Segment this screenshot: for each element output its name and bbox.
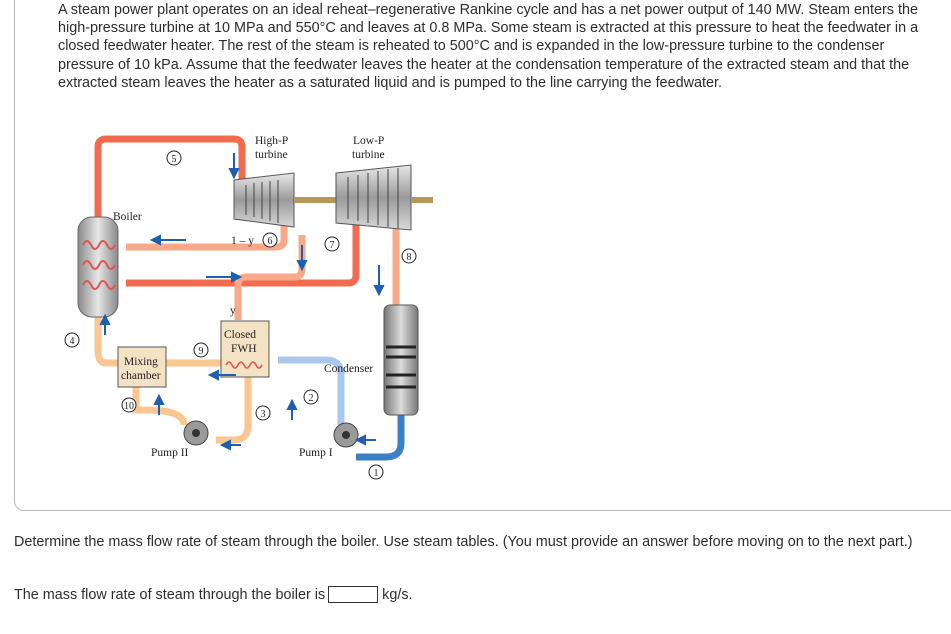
problem-statement: A steam power plant operates on an ideal… — [58, 2, 919, 91]
state-7-circle — [324, 236, 340, 252]
label-pump-ii: Pump II — [151, 447, 189, 459]
flow-arrows — [99, 153, 385, 451]
label-fwh: FWH — [231, 343, 257, 355]
rankine-cycle-diagram: High-P turbine Low-P turbine Boiler 1 – … — [64, 135, 433, 480]
question-text: Determine the mass flow rate of steam th… — [14, 534, 913, 550]
pump-i — [333, 422, 359, 448]
state-markers: 1 2 3 4 5 6 7 8 9 10 — [64, 150, 417, 480]
answer-label: The mass flow rate of steam through the … — [14, 586, 326, 603]
condenser — [383, 304, 419, 416]
state-7-label: 7 — [330, 240, 335, 251]
state-2-label: 2 — [309, 393, 314, 404]
state-10-circle — [121, 397, 137, 413]
problem-card — [14, 0, 951, 511]
high-p-turbine — [233, 172, 295, 228]
pipe-state-2 — [278, 356, 345, 425]
label-one-minus-y: 1 – y — [231, 235, 254, 247]
state-8-label: 8 — [407, 252, 412, 263]
state-5-circle — [166, 150, 182, 166]
state-9-label: 9 — [199, 346, 204, 357]
state-5-label: 5 — [172, 154, 177, 165]
answer-row: The mass flow rate of steam through the … — [14, 586, 413, 603]
pipe-state-5 — [94, 135, 246, 225]
pipe-extraction-y — [234, 235, 306, 320]
mixing-chamber — [117, 346, 167, 388]
closed-fwh — [220, 320, 270, 378]
state-10-label: 10 — [124, 401, 134, 412]
turbine-shaft — [294, 197, 336, 203]
label-mixing: Mixing — [124, 356, 158, 368]
boiler — [77, 216, 119, 318]
label-condenser: Condenser — [324, 363, 373, 375]
label-closed: Closed — [224, 329, 256, 341]
label-pump-i: Pump I — [299, 447, 333, 459]
state-4-label: 4 — [70, 336, 75, 347]
label-high-p-turbine: turbine — [255, 149, 288, 161]
state-2-circle — [303, 389, 319, 405]
mass-flow-answer-input[interactable] — [328, 586, 379, 603]
label-y: y — [230, 305, 236, 317]
state-8-circle — [401, 248, 417, 264]
state-6-circle — [262, 232, 278, 248]
state-1-circle — [368, 464, 384, 480]
pipe-state-6 — [126, 203, 288, 251]
low-p-turbine — [335, 164, 433, 231]
pipe-state-3 — [216, 377, 252, 444]
state-1-label: 1 — [374, 468, 379, 479]
answer-unit: kg/s. — [382, 586, 413, 603]
label-boiler: Boiler — [113, 211, 142, 223]
pipe-state-7 — [126, 205, 360, 287]
pipe-state-1 — [356, 415, 405, 461]
pump-ii — [183, 420, 209, 446]
state-6-label: 6 — [268, 236, 273, 247]
label-chamber: chamber — [121, 370, 161, 382]
state-4-circle — [64, 332, 80, 348]
label-low-p-turbine: turbine — [352, 149, 385, 161]
label-low-p: Low-P — [353, 135, 384, 147]
state-9-circle — [193, 342, 209, 358]
pipe-state-4 — [94, 315, 118, 367]
pipe-state-10 — [132, 383, 188, 426]
state-3-circle — [255, 405, 271, 421]
label-high-p: High-P — [255, 135, 288, 147]
state-3-label: 3 — [261, 409, 266, 420]
